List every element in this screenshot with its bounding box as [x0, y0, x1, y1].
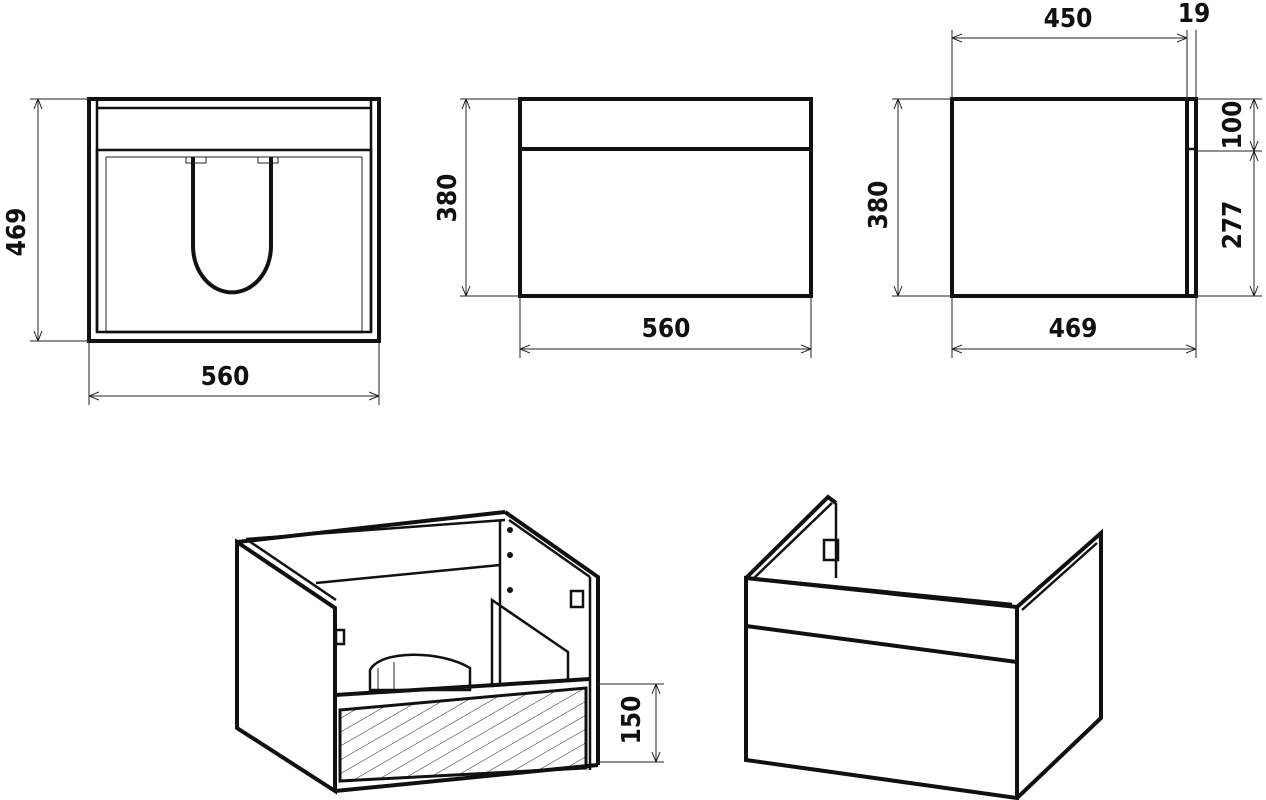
iso-open-drawer-label: 150	[617, 696, 647, 745]
hole	[507, 587, 513, 593]
top-view-drawer-box	[95, 148, 373, 334]
side-view: 450 19 380 469 100 277	[864, 0, 1262, 358]
iso-open-bracket-right	[569, 589, 585, 609]
top-view-bracket-right	[257, 156, 279, 164]
side-view-body-depth-label: 450	[1044, 4, 1093, 34]
iso-open-bottom-edge	[334, 763, 599, 793]
iso-closed-drawer-split	[745, 624, 1018, 664]
iso-closed-front-face	[744, 575, 1019, 800]
iso-closed-bracket	[822, 538, 840, 562]
iso-open-left-panel-top	[245, 537, 337, 602]
iso-open-right-panel-outer	[503, 510, 600, 765]
front-view-width-label: 560	[642, 314, 691, 344]
iso-open-back-rail	[245, 518, 506, 541]
iso-open-right-panel-top	[508, 518, 591, 579]
iso-closed-left-back-inner	[753, 502, 833, 579]
front-view: 380 560	[433, 97, 813, 358]
iso-closed-top-inner	[751, 576, 1013, 606]
iso-open-drawer-front	[338, 686, 588, 783]
hole	[507, 552, 513, 558]
side-view-depth-label: 469	[1049, 314, 1098, 344]
top-view-width-label: 560	[201, 362, 250, 392]
iso-closed-right-top-inner	[1021, 542, 1098, 611]
iso-open-siphon-cutout	[368, 653, 472, 692]
top-view-bracket-left	[185, 156, 207, 164]
side-view-drawer-front-label: 277	[1218, 201, 1248, 250]
top-view: 469 560	[2, 97, 381, 405]
iso-open-left-panel	[235, 538, 337, 795]
side-view-height-label: 380	[864, 181, 894, 230]
side-view-drawer-top-label: 100	[1218, 101, 1248, 150]
top-view-depth-label: 469	[2, 208, 32, 257]
side-view-door-thickness-label: 19	[1178, 0, 1211, 29]
iso-closed-left-back-panel	[744, 494, 838, 580]
siphon-cutout	[191, 157, 273, 295]
iso-closed-right-face	[1015, 528, 1103, 800]
iso-open-drawer-top-edge	[334, 677, 591, 697]
iso-open-drawer-divider	[490, 597, 570, 688]
side-view-outline	[950, 97, 1198, 298]
front-view-outline	[518, 97, 813, 298]
iso-open-back-panel-edge	[315, 563, 501, 585]
top-view-outline	[87, 97, 381, 343]
iso-open-view: 150	[235, 510, 664, 795]
front-view-height-label: 380	[433, 174, 463, 223]
iso-closed-view	[744, 494, 1103, 800]
hole	[507, 527, 513, 533]
iso-open-bracket-left	[334, 628, 346, 646]
